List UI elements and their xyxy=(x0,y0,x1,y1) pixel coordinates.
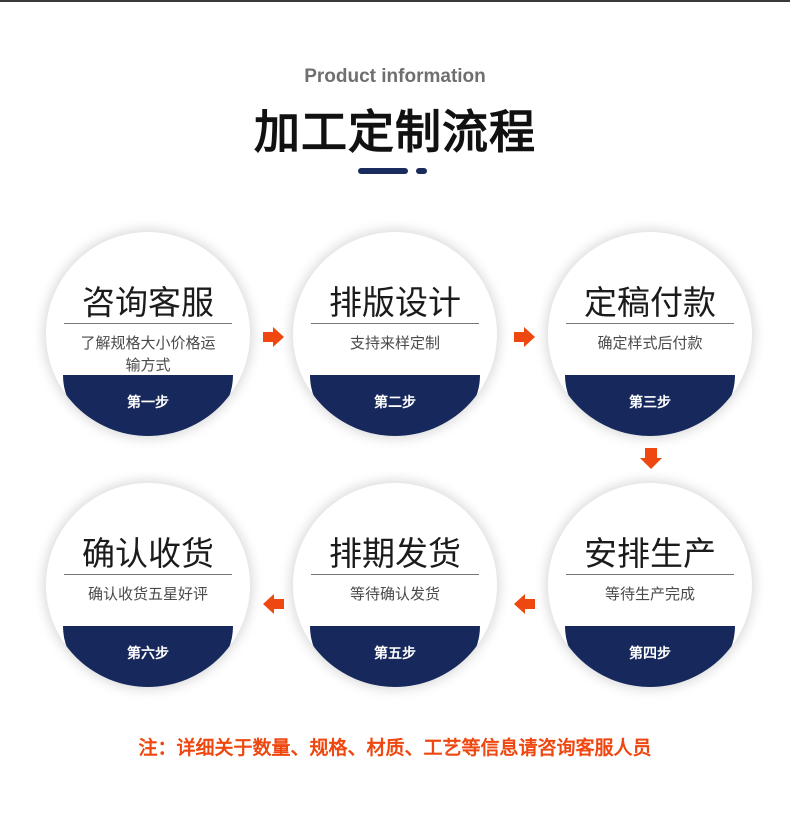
step-title: 定稿付款 xyxy=(584,283,716,322)
step-badge: 第三步 xyxy=(629,395,671,411)
step-description: 了解规格大小价格运输方式 xyxy=(80,334,216,374)
step-divider xyxy=(64,574,232,575)
step-badge-base xyxy=(565,375,735,436)
step-divider xyxy=(311,574,479,575)
step-description: 等待生产完成 xyxy=(604,585,695,603)
step-divider xyxy=(566,323,734,324)
step-title: 安排生产 xyxy=(584,534,716,573)
step-badge-base xyxy=(63,375,233,436)
step-description: 支持来样定制 xyxy=(349,334,440,352)
step-5: 排期发货 等待确认发货 第五步 xyxy=(293,483,497,687)
footer-note: 注：详细关于数量、规格、材质、工艺等信息请咨询客服人员 xyxy=(138,737,652,759)
step-1: 咨询客服 了解规格大小价格运输方式 第一步 xyxy=(46,232,250,436)
step-badge: 第六步 xyxy=(127,646,169,662)
step-badge-base xyxy=(63,626,233,687)
step-title: 咨询客服 xyxy=(82,283,214,322)
step-divider xyxy=(566,574,734,575)
step-title: 确认收货 xyxy=(82,534,214,573)
step-badge: 第五步 xyxy=(374,646,416,662)
step-badge-base xyxy=(310,375,480,436)
step-2: 排版设计 支持来样定制 第二步 xyxy=(293,232,497,436)
step-badge: 第一步 xyxy=(127,395,169,411)
step-description: 确定样式后付款 xyxy=(597,334,703,352)
step-badge-base xyxy=(310,626,480,687)
top-divider xyxy=(0,0,790,2)
arrow-right-icon xyxy=(514,327,535,347)
step-3: 定稿付款 确定样式后付款 第三步 xyxy=(548,232,752,436)
step-badge-base xyxy=(565,626,735,687)
title-underline-dot xyxy=(416,168,427,174)
step-title: 排版设计 xyxy=(329,283,461,322)
section-eyebrow: Product information xyxy=(304,66,486,87)
step-badge: 第二步 xyxy=(374,395,416,411)
title-underline-bar xyxy=(358,168,408,174)
arrow-down-icon xyxy=(640,448,662,469)
step-title: 排期发货 xyxy=(329,534,461,573)
arrow-right-icon xyxy=(263,327,284,347)
step-description: 确认收货五星好评 xyxy=(87,585,208,603)
page-title: 加工定制流程 xyxy=(254,105,536,159)
step-divider xyxy=(64,323,232,324)
step-4: 安排生产 等待生产完成 第四步 xyxy=(548,483,752,687)
step-description: 等待确认发货 xyxy=(349,585,440,603)
step-badge: 第四步 xyxy=(629,646,671,662)
step-6: 确认收货 确认收货五星好评 第六步 xyxy=(46,483,250,687)
step-divider xyxy=(311,323,479,324)
arrow-left-icon xyxy=(263,594,284,614)
arrow-left-icon xyxy=(514,594,535,614)
